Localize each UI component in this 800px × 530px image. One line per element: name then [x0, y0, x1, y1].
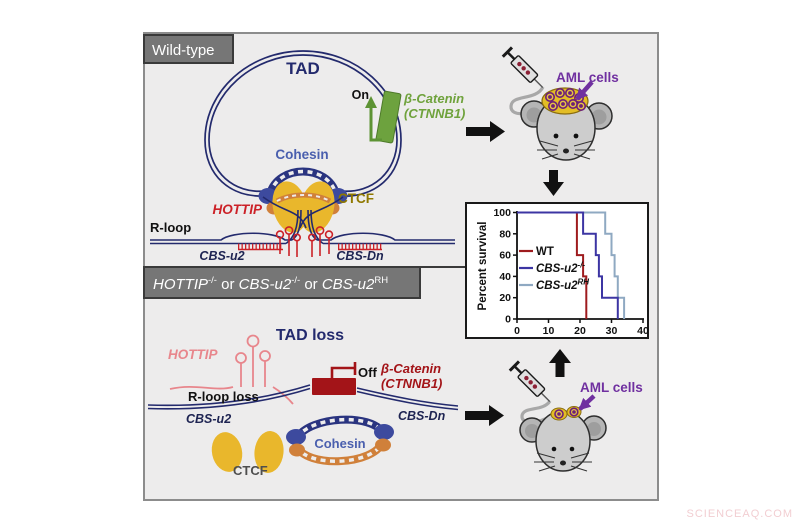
wildtype-section: Wild-type TAD On β-Catenin (CTNNB1) Cohe…: [143, 34, 465, 263]
dna-strand-mutant: [147, 384, 459, 411]
cbs-dn-loss-label: CBS-Dn: [398, 409, 446, 423]
y-tick-label: 0: [505, 314, 511, 326]
tad-title: TAD: [286, 59, 320, 78]
hottip-loss-label: HOTTIP: [168, 347, 218, 362]
mutant-section: HOTTIP-/- or CBS-u2-/- or CBS-u2RH TAD l…: [143, 266, 459, 478]
survival-curve-CBS-u2-/-: [517, 211, 619, 319]
r-loop-loss-label: R-loop loss: [188, 389, 259, 404]
cohesin-free-label: Cohesin: [314, 436, 365, 451]
mouse-ear-inner: [591, 109, 607, 125]
cohesin-label: Cohesin: [275, 147, 328, 162]
aml-pointer-arrow-icon: [578, 394, 596, 411]
r-loop-hatch-left: [238, 243, 283, 251]
mouse-nose: [560, 460, 566, 466]
y-tick-label: 40: [499, 271, 511, 283]
x-tick-label: 20: [574, 325, 586, 337]
syringe-bottom-icon: [508, 360, 551, 402]
black-arrow-up-icon: [549, 349, 571, 377]
y-tick-label: 100: [493, 207, 511, 219]
wildtype-label: Wild-type: [152, 42, 215, 59]
watermark: SCIENCEAQ.COM: [686, 508, 793, 520]
r-loop-hatch-right: [338, 243, 382, 251]
mouse-eye: [573, 133, 579, 139]
mouse-eye: [553, 133, 559, 139]
ctcf-free-oval: [211, 432, 243, 472]
y-axis-title: Percent survival: [477, 222, 489, 311]
ctcf-free-oval: [254, 431, 284, 473]
x-tick-label: 10: [543, 325, 555, 337]
x-tick-label: 30: [606, 325, 618, 337]
beta-catenin-off-label: β-Catenin: [380, 361, 441, 376]
chart-generated-content: 0 20 40 60 80 100 0 10 20 30 40 WT CBS-u2-/- CBS-u2RH: [493, 207, 649, 337]
on-arrow-icon: [369, 106, 382, 142]
aml-cells-label-bottom: AML cells: [580, 380, 643, 395]
dna-strand-wildtype: [150, 232, 455, 245]
ctcf-chain-icon: [275, 192, 332, 204]
syringe-top-icon: [501, 46, 544, 88]
cbs-u2-loss-label: CBS-u2: [186, 412, 231, 426]
mouse-eye: [551, 446, 557, 452]
mouse-ear-inner: [525, 424, 539, 438]
mutant-label: HOTTIP-/- or CBS-u2-/- or CBS-u2RH: [153, 275, 388, 293]
r-loop-label: R-loop: [150, 220, 191, 235]
mutant-label-box: [143, 266, 421, 299]
mouse-eye: [569, 446, 575, 452]
beta-catenin-on-gene: [365, 90, 402, 144]
legend-label: CBS-u2-/-: [536, 261, 585, 276]
mouse-ear-inner: [587, 422, 601, 436]
black-arrow-down-icon: [543, 170, 564, 196]
y-tick-label: 60: [499, 250, 511, 262]
mouse-whiskers: [534, 452, 592, 472]
x-tick-label: 0: [514, 325, 520, 337]
black-arrow-right-top-icon: [466, 121, 505, 142]
aml-cell-nucleus: [572, 410, 576, 414]
mouse-bottom-icon: AML cells: [508, 360, 643, 472]
mouse-nose: [563, 148, 569, 154]
ctnnb1-off-label: (CTNNB1): [381, 376, 442, 391]
on-label: On: [352, 88, 369, 102]
ctcf-label: CTCF: [338, 191, 374, 206]
ctnnb1-label: (CTNNB1): [404, 106, 465, 121]
cohesin-ring-icon: [286, 415, 394, 466]
aml-cells-label-top: AML cells: [556, 70, 619, 85]
x-tick-label: 40: [637, 325, 649, 337]
legend-label: CBS-u2RH: [536, 278, 589, 293]
aml-cell-nucleus: [557, 412, 561, 416]
mouse-top-icon: AML cells: [501, 46, 619, 161]
cbs-u2-label: CBS-u2: [199, 249, 244, 263]
on-arrowhead-icon: [365, 96, 377, 108]
y-tick-label: 20: [499, 292, 511, 304]
legend-label: WT: [536, 246, 554, 258]
hottip-free-rna-icon: [169, 334, 294, 405]
off-repression-tbar-icon: [330, 362, 357, 378]
survival-chart: Percent survival 0 20 40 60 80 100 0 10 20 30 40 WT…: [465, 202, 649, 339]
off-label: Off: [358, 365, 377, 380]
beta-catenin-label: β-Catenin: [403, 91, 464, 106]
hottip-label: HOTTIP: [213, 202, 263, 217]
ctcf-free-label: CTCF: [233, 463, 268, 478]
survival-curve-CBS-u2RH: [517, 211, 626, 319]
mouse-whiskers: [537, 140, 595, 160]
y-tick-label: 80: [499, 228, 511, 240]
tad-loss-title: TAD loss: [276, 327, 344, 344]
wildtype-label-box: [143, 34, 234, 64]
cohesin-chain-icon: [266, 167, 340, 196]
aml-pointer-arrow-icon: [575, 80, 594, 101]
cbs-dn-label: CBS-Dn: [336, 249, 384, 263]
beta-catenin-off-gene: [312, 378, 356, 395]
black-arrow-right-bottom-icon: [465, 405, 504, 426]
tad-loop: [204, 50, 402, 197]
hottip-rna-icon: [275, 226, 334, 257]
